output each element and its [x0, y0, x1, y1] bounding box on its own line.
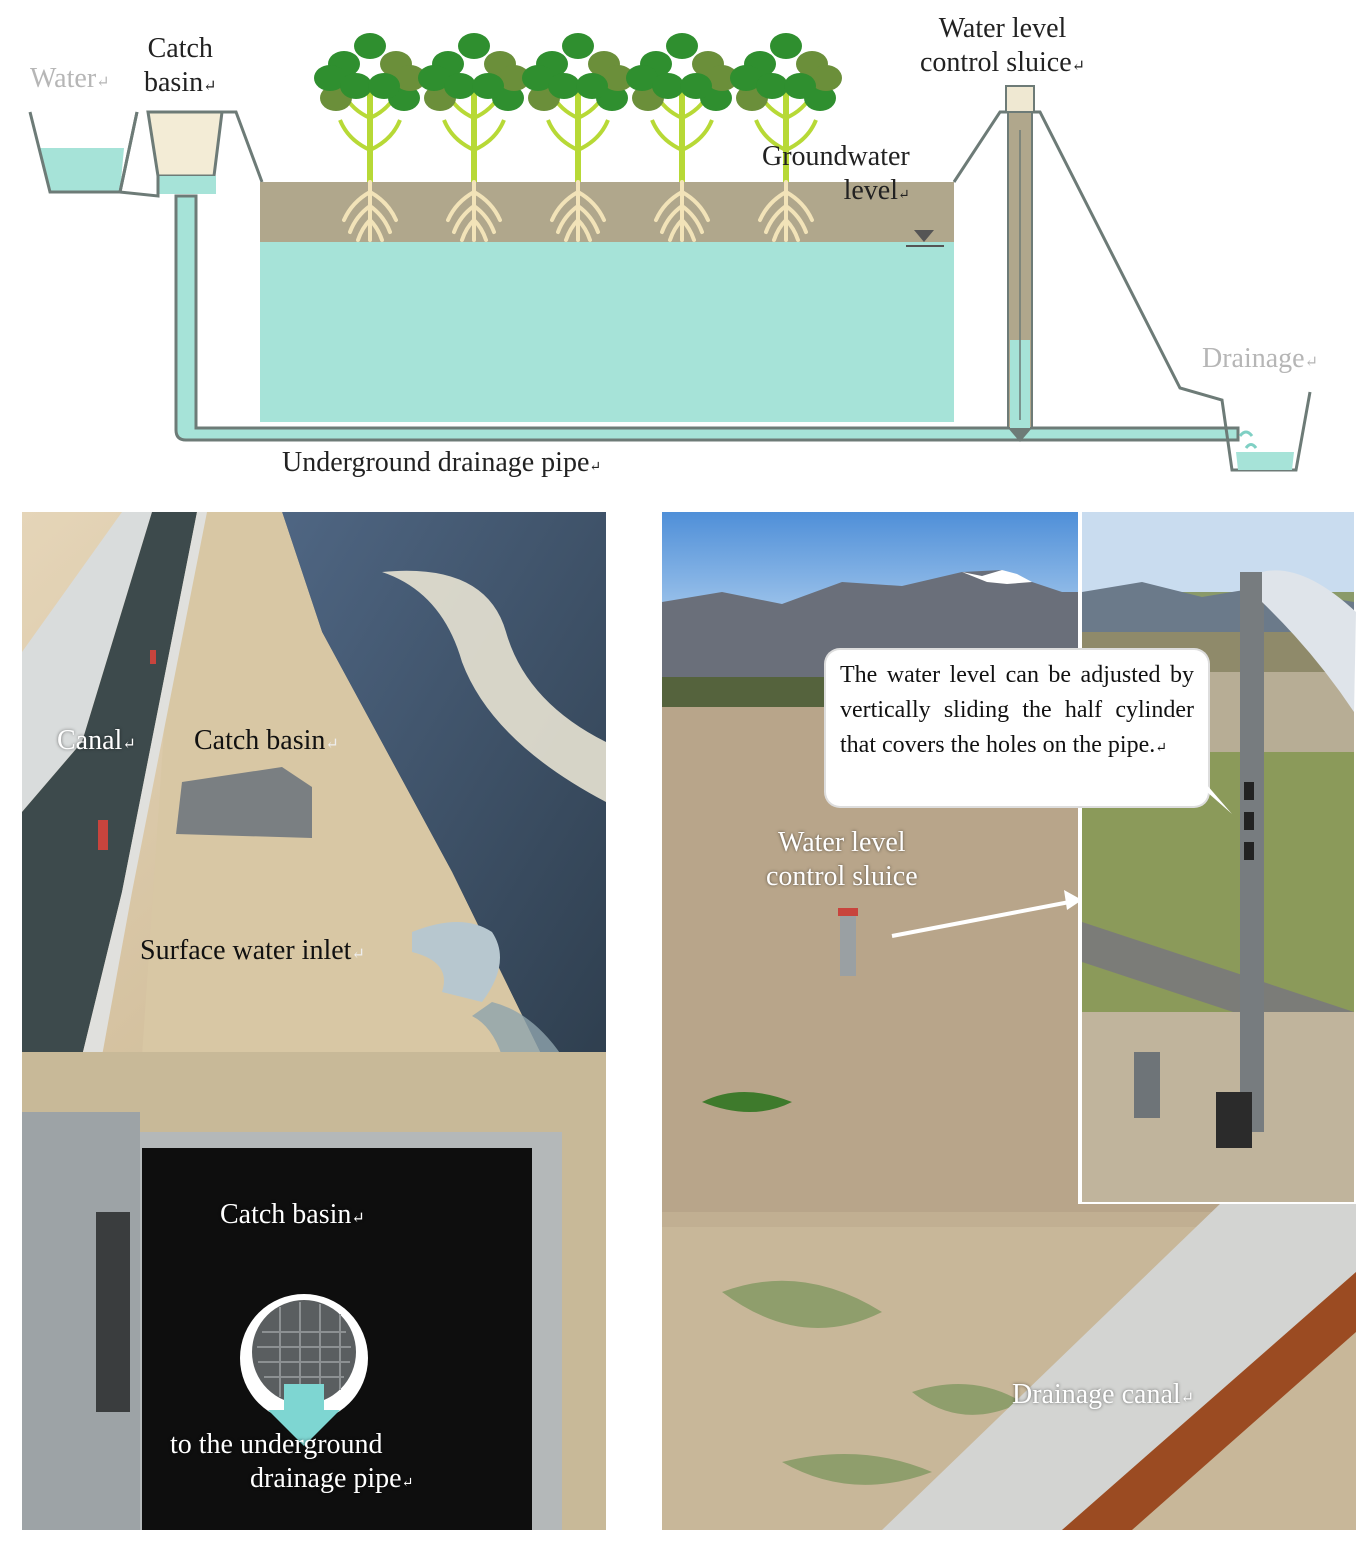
underground-pipe-label: Underground drainage pipe↵	[282, 447, 602, 478]
canal-channel	[22, 512, 197, 1056]
catch-basin-interior-label: Catch basin↵	[220, 1199, 365, 1230]
underground-drainage-pipe	[174, 194, 1240, 442]
flooded-paddy	[282, 512, 606, 1056]
sluice-pipe-small	[840, 912, 856, 976]
surface-water-inlet-label: Surface water inlet↵	[140, 935, 365, 966]
photo-catch-basin-interior	[22, 1052, 606, 1530]
groundwater-level-label: Groundwater level↵	[762, 141, 910, 206]
crop-plant	[522, 33, 634, 242]
crop-plants	[314, 33, 842, 242]
photo-field-sluice	[662, 512, 1356, 1530]
paddy-foam	[382, 570, 606, 802]
field-sluice-scene	[662, 512, 1356, 1530]
drainage-canal-label: Drainage canal↵	[1012, 1379, 1195, 1410]
gate-valve-red-1	[150, 650, 156, 664]
catch-basin-box	[146, 110, 224, 178]
basin-lid-slot	[96, 1212, 130, 1412]
outlet-label-line2: drainage pipe↵	[250, 1463, 414, 1494]
basin-outlet-mesh-pattern	[257, 1302, 351, 1402]
canal-wall	[22, 512, 152, 812]
water-label: Water↵	[30, 63, 110, 94]
crop-plant	[418, 33, 530, 242]
canal-label: Canal↵	[57, 725, 136, 756]
inlet-elbow-pipe	[412, 922, 500, 1002]
canal-edge	[82, 512, 207, 1056]
groundwater-body	[260, 242, 954, 422]
outlet-label-line1: to the underground	[170, 1429, 383, 1460]
sluice-cap-red	[838, 908, 858, 916]
catch-basin-bank	[118, 111, 160, 198]
inlet-outflow	[472, 1002, 562, 1056]
sluice-cap	[1005, 85, 1035, 113]
photo-canal-field	[22, 512, 606, 1056]
sluice-label: Water level control sluice↵	[920, 13, 1086, 78]
irrigation-cross-section-diagram	[28, 33, 1312, 472]
canal-scene	[22, 512, 606, 1056]
catch-basin-label: Catch basin↵	[144, 33, 217, 98]
groundwater-level-marker-icon	[914, 230, 934, 242]
gate-valve-red-2	[98, 820, 108, 850]
pointer-arrowhead-icon	[1064, 890, 1082, 910]
inlet-channel-water	[38, 148, 124, 192]
crop-plant	[314, 33, 426, 242]
sluice-tip	[1008, 428, 1032, 442]
flow-arrow-icon	[268, 1384, 340, 1446]
catch-basin-lid	[176, 767, 312, 838]
sluice-photo-label: Water level control sluice	[766, 827, 918, 892]
levee-ridge	[142, 512, 542, 1056]
crop-plant	[730, 33, 842, 242]
drainage-label: Drainage↵	[1202, 343, 1319, 374]
sluice-callout: The water level can be adjusted by verti…	[826, 650, 1208, 806]
drainage-splash-icon	[1238, 430, 1258, 449]
catch-basin-water	[158, 176, 216, 194]
crop-plant	[626, 33, 738, 242]
catch-basin-photo-label: Catch basin↵	[194, 725, 339, 756]
callout-tail	[1168, 740, 1232, 814]
catch-basin-scene	[22, 1052, 606, 1530]
drainage-ditch-water	[1236, 452, 1294, 470]
drainage-canal-channel	[1062, 1272, 1356, 1530]
drainage-canal-wall	[882, 1202, 1356, 1530]
snow-peaks	[962, 570, 1032, 584]
field-left-bank	[222, 110, 264, 183]
pointer-arrow	[891, 898, 1081, 938]
sluice-closeup-inset	[1078, 512, 1356, 1204]
